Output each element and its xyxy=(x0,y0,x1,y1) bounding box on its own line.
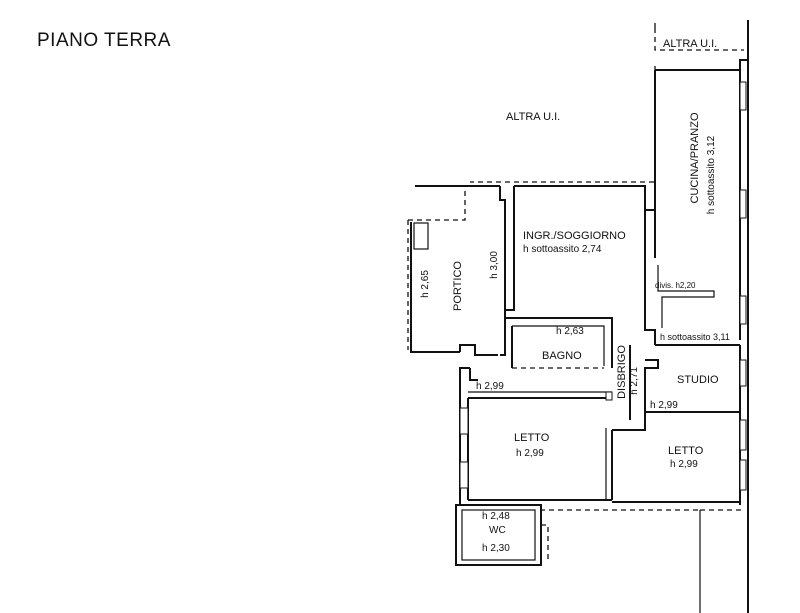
disbrigo-height-label: h 2,71 xyxy=(629,367,640,395)
wc-h1-label: h 2,48 xyxy=(482,511,510,522)
disbrigo-walls xyxy=(459,345,659,420)
floor-title: PIANO TERRA xyxy=(37,30,171,51)
disbrigo-name-label: DISBRIGO xyxy=(616,345,628,399)
sottoassito-311-label: h sottoassito 3,11 xyxy=(660,332,730,342)
soggiorno-height-label: h sottoassito 2,74 xyxy=(523,244,602,255)
altra-ui-top-label: ALTRA U.I. xyxy=(663,38,717,50)
wc-walls xyxy=(455,504,549,566)
neighbour-boundary-dashed xyxy=(470,66,656,183)
bagno-name-label: BAGNO xyxy=(542,350,582,362)
letto2-height-label: h 2,99 xyxy=(670,459,698,470)
portico-name-label: PORTICO xyxy=(452,261,464,311)
studio-height-label: h 2,99 xyxy=(650,400,678,411)
altra-ui-top-area: ALTRA U.I. xyxy=(654,20,744,51)
studio-walls xyxy=(645,345,747,413)
bagno-walls xyxy=(505,317,613,369)
cucina-top-wall xyxy=(655,59,748,71)
letto1-walls xyxy=(459,398,613,505)
letto1-height-label: h 2,99 xyxy=(516,448,544,459)
letto2-name-label: LETTO xyxy=(668,445,704,457)
cucina-walls xyxy=(644,70,747,346)
cucina-name-label: CUCINA/PRANZO xyxy=(689,112,701,204)
letto1-name-label: LETTO xyxy=(514,432,550,444)
room-labels: CUCINA/PRANZO h sottoassito 3,12 INGR./S… xyxy=(420,112,730,554)
studio-name-label: STUDIO xyxy=(677,374,719,386)
divis-height-label: divis. h2,20 xyxy=(655,281,696,290)
portico-h2-label: h 3,00 xyxy=(489,251,500,279)
wc-name-label: WC xyxy=(489,525,506,536)
corridoio-height-label: h 2,99 xyxy=(476,381,504,392)
altra-ui-mid-label: ALTRA U.I. xyxy=(506,111,560,123)
main-walls xyxy=(407,70,656,356)
bagno-height-label: h 2,63 xyxy=(556,326,584,337)
cucina-height-label: h sottoassito 3,12 xyxy=(706,135,717,214)
portico-h1-label: h 2,65 xyxy=(420,270,431,298)
wc-h2-label: h 2,30 xyxy=(482,543,510,554)
letto2-walls xyxy=(612,412,747,505)
soggiorno-name-label: INGR./SOGGIORNO xyxy=(523,230,626,242)
